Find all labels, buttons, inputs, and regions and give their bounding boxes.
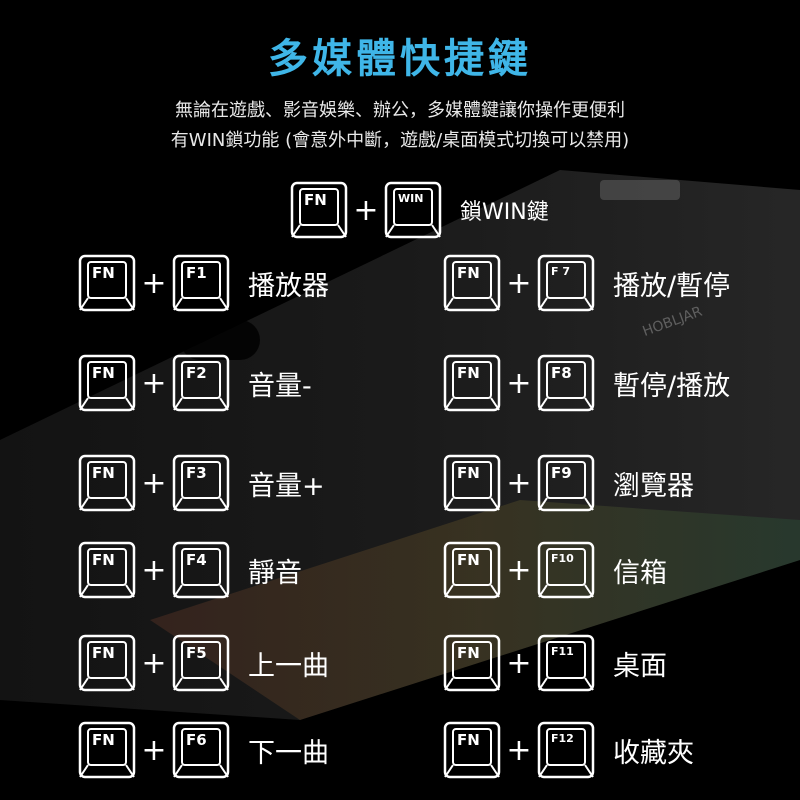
fn-key-label: FN [92,644,115,662]
function-key: F11 [537,634,595,692]
shortcut-desc: 上一曲 [248,650,329,682]
function-key-label: F2 [186,364,207,382]
function-key-label: F 7 [551,265,570,278]
shortcut-desc: 音量+ [248,470,325,502]
fn-key-label: FN [304,191,327,209]
shortcut-desc: 播放/暫停 [613,270,731,302]
shortcut-desc: 桌面 [613,650,667,682]
plus-sign: + [141,645,167,681]
shortcut-desc: 鎖WIN鍵 [460,200,549,225]
shortcut-row: FN + F8 暫停/播放 [443,353,730,413]
shortcut-lock-win: FN + WIN 鎖WIN鍵 [290,180,549,240]
fn-key: FN [78,634,136,692]
shortcut-row: FN + F2 音量- [78,353,312,413]
plus-sign: + [506,732,532,768]
fn-key-label: FN [457,264,480,282]
function-key: F2 [172,354,230,412]
win-key: WIN [384,181,442,239]
fn-key: FN [443,541,501,599]
function-key: F9 [537,454,595,512]
fn-key: FN [443,721,501,779]
fn-key-label: FN [457,364,480,382]
fn-key: FN [78,721,136,779]
fn-key: FN [290,181,348,239]
shortcut-row: FN + F 7 播放/暫停 [443,253,730,313]
function-key-label: F12 [551,732,574,745]
plus-sign: + [506,552,532,588]
function-key-label: F8 [551,364,572,382]
function-key: F4 [172,541,230,599]
shortcut-desc: 信箱 [613,557,667,589]
fn-key-label: FN [457,551,480,569]
shortcut-desc: 收藏夾 [613,737,694,769]
shortcut-desc: 瀏覽器 [613,470,694,502]
plus-sign: + [506,265,532,301]
shortcut-row: FN + F1 播放器 [78,253,329,313]
fn-key: FN [443,354,501,412]
subtitle-line-1: 無論在遊戲、影音娛樂、辦公，多媒體鍵讓你操作更便利 [175,100,625,121]
fn-key: FN [443,454,501,512]
function-key: F10 [537,541,595,599]
function-key-label: F1 [186,264,207,282]
shortcut-row: FN + F9 瀏覽器 [443,453,694,513]
fn-key-label: FN [92,551,115,569]
fn-key: FN [78,454,136,512]
fn-key: FN [78,354,136,412]
shortcut-row: FN + F6 下一曲 [78,720,329,780]
plus-sign: + [141,465,167,501]
function-key-label: F4 [186,551,207,569]
fn-key: FN [443,634,501,692]
fn-key-label: FN [92,264,115,282]
plus-sign: + [506,465,532,501]
shortcut-row: FN + F10 信箱 [443,540,667,600]
win-key-label: WIN [398,192,424,205]
shortcut-desc: 暫停/播放 [613,370,731,402]
shortcut-desc: 靜音 [248,557,302,589]
plus-sign: + [506,645,532,681]
fn-key: FN [78,541,136,599]
fn-key: FN [443,254,501,312]
shortcut-row: FN + F4 靜音 [78,540,302,600]
shortcut-desc: 音量- [248,370,312,402]
fn-key-label: FN [92,364,115,382]
shortcut-row: FN + F12 收藏夾 [443,720,694,780]
plus-sign: + [141,552,167,588]
plus-sign: + [141,365,167,401]
plus-sign: + [353,192,379,228]
function-key-label: F5 [186,644,207,662]
page-title: 多媒體快捷鍵 [268,36,532,82]
function-key: F6 [172,721,230,779]
function-key: F 7 [537,254,595,312]
function-key-label: F10 [551,552,574,565]
fn-key-label: FN [92,464,115,482]
fn-key-label: FN [457,731,480,749]
function-key-label: F11 [551,645,574,658]
function-key: F1 [172,254,230,312]
function-key: F12 [537,721,595,779]
function-key: F3 [172,454,230,512]
shortcut-desc: 播放器 [248,270,329,302]
plus-sign: + [141,265,167,301]
function-key-label: F9 [551,464,572,482]
shortcut-row: FN + F5 上一曲 [78,633,329,693]
plus-sign: + [506,365,532,401]
function-key: F8 [537,354,595,412]
fn-key-label: FN [92,731,115,749]
function-key: F5 [172,634,230,692]
fn-key-label: FN [457,644,480,662]
fn-key-label: FN [457,464,480,482]
function-key-label: F3 [186,464,207,482]
subtitle-line-2: 有WIN鎖功能 (會意外中斷，遊戲/桌面模式切換可以禁用) [170,130,630,151]
shortcut-row: FN + F11 桌面 [443,633,667,693]
shortcut-desc: 下一曲 [248,737,329,769]
fn-key: FN [78,254,136,312]
plus-sign: + [141,732,167,768]
shortcut-row: FN + F3 音量+ [78,453,325,513]
function-key-label: F6 [186,731,207,749]
